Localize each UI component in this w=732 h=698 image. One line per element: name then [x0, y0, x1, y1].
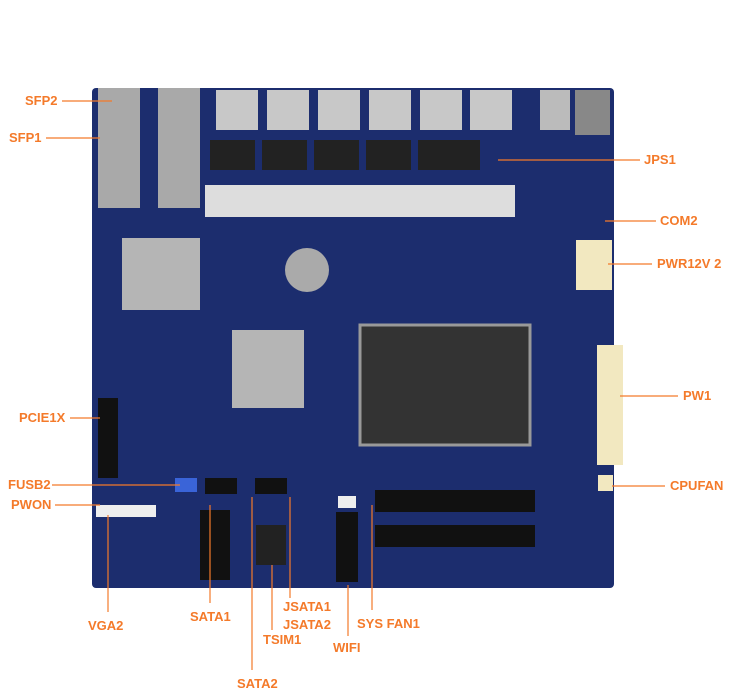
dimm-slot-2 — [375, 525, 535, 547]
fusb-header — [175, 478, 197, 492]
sysfan-header — [338, 496, 356, 508]
label-jsata2: JSATA2 — [283, 617, 331, 632]
pwr12v-connector — [576, 240, 612, 290]
label-sata1: SATA1 — [190, 609, 231, 624]
label-jps1: JPS1 — [644, 152, 676, 167]
label-pcie1x: PCIE1X — [19, 410, 66, 425]
label-tsim1: TSIM1 — [263, 632, 302, 647]
heatsink-chip — [232, 330, 304, 408]
wifi-slot — [336, 512, 358, 582]
pcie-slot — [98, 398, 118, 478]
sfp-cage-2 — [158, 88, 200, 208]
cmos-battery — [285, 248, 329, 292]
rj45-ports — [216, 90, 512, 130]
heatsink-pch — [122, 238, 200, 310]
label-wifi: WIFI — [333, 640, 361, 655]
cpu-socket — [358, 323, 532, 447]
label-sata2: SATA2 — [237, 676, 278, 691]
sata-port-1 — [205, 478, 237, 494]
label-sfp1: SFP1 — [9, 130, 42, 145]
cpufan-header — [598, 475, 613, 491]
label-cpufan: CPUFAN — [670, 478, 724, 493]
msata-slot — [200, 510, 230, 580]
audio-port — [575, 90, 610, 135]
label-sysfan1: SYS FAN1 — [357, 616, 420, 631]
dimm-slot-1 — [375, 490, 535, 512]
sim-slot — [256, 525, 286, 565]
usb-port — [540, 90, 570, 130]
sata-port-2 — [255, 478, 287, 494]
label-pwr12v2: PWR12V 2 — [657, 256, 722, 271]
sfp-cage-1 — [98, 88, 140, 208]
label-fusb2: FUSB2 — [8, 477, 51, 492]
label-pw1: PW1 — [683, 388, 712, 403]
label-jsata1: JSATA1 — [283, 599, 331, 614]
label-sfp2: SFP2 — [25, 93, 58, 108]
label-com2: COM2 — [660, 213, 698, 228]
lan-transformers — [210, 140, 480, 170]
atx-power-connector — [597, 345, 623, 465]
label-vga2: VGA2 — [88, 618, 124, 633]
heatsink-lan — [205, 185, 515, 217]
label-pwon: PWON — [11, 497, 52, 512]
vga-header — [96, 505, 156, 517]
leader-lines — [46, 100, 678, 670]
